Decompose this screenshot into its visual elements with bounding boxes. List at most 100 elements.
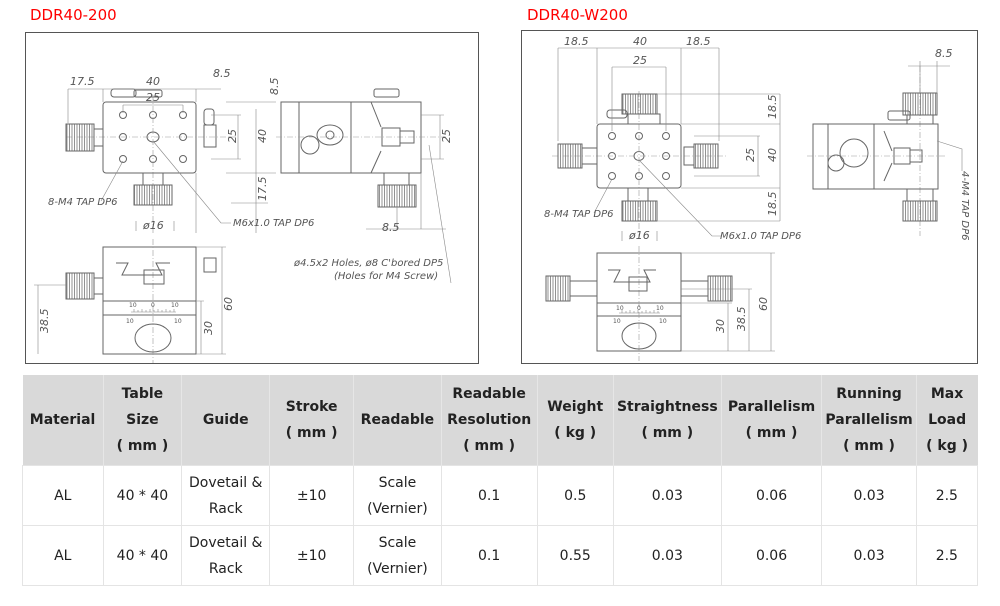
header-line: Readable xyxy=(360,412,435,428)
dim-38-5: 38.5 xyxy=(735,307,748,332)
cell-line: 2.5 xyxy=(935,547,958,564)
note-m6-tap: M6x1.0 TAP DP6 xyxy=(720,231,801,242)
model-title-ddr40-200: DDR40-200 xyxy=(30,6,117,24)
table-cell: 40 * 40 xyxy=(102,525,183,586)
cell-line: 0.1 xyxy=(478,547,501,564)
column-header: Weight( kg ) xyxy=(536,375,614,466)
dim-38-5: 38.5 xyxy=(38,309,51,334)
table-cell: 0.55 xyxy=(536,525,614,586)
dim-40: 40 xyxy=(633,35,647,48)
column-header: Straightness( mm ) xyxy=(612,375,722,466)
header-line: Size xyxy=(126,412,159,428)
cell-line: 0.5 xyxy=(564,487,587,504)
column-header: Stroke( mm ) xyxy=(269,375,354,466)
cell-line: 0.03 xyxy=(853,547,885,564)
knob-icon xyxy=(65,123,95,152)
dim-8-5-vertical: 8.5 xyxy=(268,78,281,96)
table-cell: 0.03 xyxy=(612,465,722,526)
cell-line: (Vernier) xyxy=(367,560,428,577)
note-m4-tap: 8-M4 TAP DP6 xyxy=(48,197,117,208)
cell-line: 2.5 xyxy=(935,487,958,504)
cell-line: AL xyxy=(54,547,72,564)
cell-line: ±10 xyxy=(296,547,327,564)
cell-line: 0.1 xyxy=(478,487,501,504)
dim-25: 25 xyxy=(146,91,160,104)
cell-line: Dovetail & xyxy=(189,534,263,551)
dim-diameter-16: ø16 xyxy=(628,229,650,242)
dim-17-5-vertical: 17.5 xyxy=(256,177,269,202)
knob-icon xyxy=(902,92,938,116)
table-cell: ±10 xyxy=(269,525,355,586)
dim-25-vertical: 25 xyxy=(226,129,239,143)
cell-line: (Vernier) xyxy=(367,500,428,517)
table-cell: AL xyxy=(22,525,104,586)
header-line: ( kg ) xyxy=(926,438,969,454)
cell-line: Rack xyxy=(208,560,243,577)
header-line: Load xyxy=(928,412,967,428)
technical-drawing: 18.5 40 18.5 25 18.5 25 40 18.5 ø16 8-M4… xyxy=(544,35,970,361)
header-line: ( mm ) xyxy=(116,438,169,454)
table-cell: 0.5 xyxy=(536,465,614,526)
note-holes-screw: (Holes for M4 Screw) xyxy=(334,271,438,282)
table-cell: Dovetail &Rack xyxy=(181,465,271,526)
dim-25-vertical: 25 xyxy=(744,148,757,162)
svg-text:10: 10 xyxy=(616,305,624,312)
cell-line: ±10 xyxy=(296,487,327,504)
dim-18-5-vertical-top: 18.5 xyxy=(766,95,779,120)
vernier-scale: 10 0 10 10 10 xyxy=(126,302,182,325)
header-line: Resolution xyxy=(447,412,532,428)
knob-icon xyxy=(133,184,173,206)
dim-25: 25 xyxy=(633,54,647,67)
header-line: ( kg ) xyxy=(554,425,597,441)
cell-line: Scale xyxy=(378,474,417,491)
header-line: ( mm ) xyxy=(745,425,798,441)
dim-60: 60 xyxy=(757,297,770,311)
table-cell: 40 * 40 xyxy=(102,465,183,526)
drawing-ddr40-w200: 18.5 40 18.5 25 18.5 25 40 18.5 ø16 8-M4… xyxy=(521,30,978,364)
cell-line: Rack xyxy=(208,500,243,517)
svg-text:10: 10 xyxy=(613,318,621,325)
knob-icon xyxy=(65,272,95,300)
dim-18-5-left: 18.5 xyxy=(564,35,589,48)
header-line: Material xyxy=(29,412,96,428)
header-line: Guide xyxy=(202,412,249,428)
dim-diameter-16: ø16 xyxy=(142,219,164,232)
stage-side-view xyxy=(812,123,939,190)
header-line: ( mm ) xyxy=(641,425,694,441)
dim-8-5-side: 8.5 xyxy=(935,47,953,60)
knob-icon xyxy=(545,275,571,302)
cell-line: 0.03 xyxy=(651,487,683,504)
header-line: Parallelism xyxy=(825,412,913,428)
drawing-ddr40-200: 17.5 40 25 8.5 8.5 25 40 17.5 ø16 8-M4 T… xyxy=(25,32,479,364)
dim-18-5-vertical-bottom: 18.5 xyxy=(766,192,779,217)
header-line: ( mm ) xyxy=(843,438,895,454)
header-line: Parallelism xyxy=(727,399,816,415)
column-header: Parallelism ( mm ) xyxy=(720,375,822,466)
header-line: Max xyxy=(930,386,964,402)
table-cell: Dovetail & Rack xyxy=(181,525,271,586)
knob-icon xyxy=(902,200,938,222)
table-cell: ±10 xyxy=(269,465,355,526)
svg-text:10: 10 xyxy=(126,318,134,325)
header-line: Table xyxy=(121,386,164,402)
knob-icon xyxy=(693,143,719,169)
dim-17-5: 17.5 xyxy=(70,75,95,88)
model-title-ddr40-w200: DDR40-W200 xyxy=(527,6,628,24)
table-cell: 0.03 xyxy=(612,525,722,586)
header-line: ( mm ) xyxy=(463,438,516,454)
table-cell: 0.06 xyxy=(720,465,823,526)
svg-text:10: 10 xyxy=(171,302,179,309)
table-cell: Scale (Vernier) xyxy=(353,465,442,526)
knob-icon xyxy=(377,184,417,208)
cell-line: 0.06 xyxy=(755,487,788,504)
svg-text:10: 10 xyxy=(659,318,667,325)
note-holes: ø4.5x2 Holes, ø8 C'bored DP5 xyxy=(293,258,443,269)
column-header: Readable xyxy=(353,375,442,466)
note-m4-tap: 8-M4 TAP DP6 xyxy=(544,209,613,220)
technical-drawing: 17.5 40 25 8.5 8.5 25 40 17.5 ø16 8-M4 T… xyxy=(34,67,453,363)
note-side-tap: 4-M4 TAP DP6 xyxy=(959,171,970,240)
header-line: Running xyxy=(836,386,902,402)
